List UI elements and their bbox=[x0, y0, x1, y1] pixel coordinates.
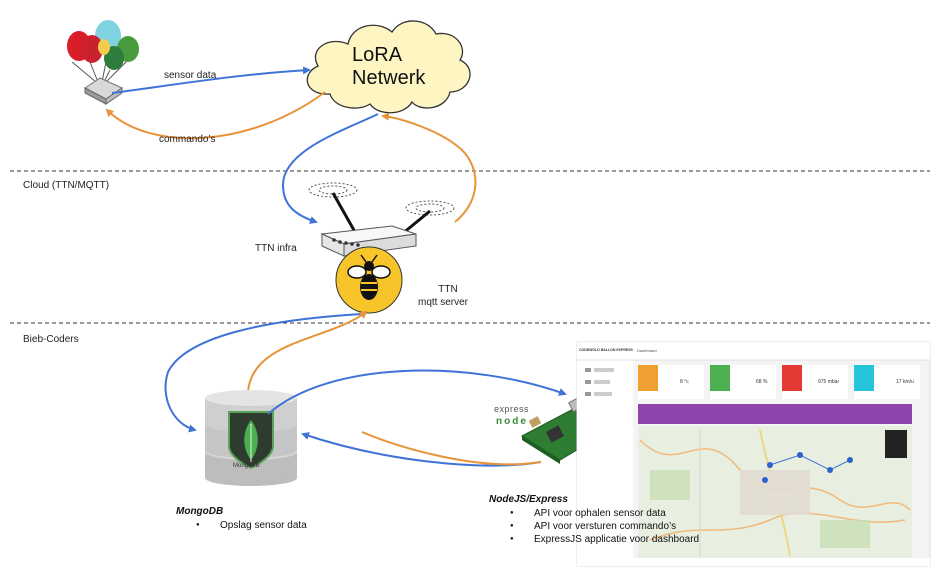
nodejs-bullet: API voor ophalen sensor data bbox=[510, 507, 699, 520]
dashboard-page-title: Dashboard bbox=[637, 348, 657, 353]
cloud-to-router-arrow bbox=[281, 113, 379, 224]
nodejs-bullet: ExpressJS applicatie voor dashboard bbox=[510, 533, 699, 546]
dashboard-app-name: CODEWOLD BALLON EXPRESS bbox=[579, 348, 633, 352]
mongodb-to-ttn-arrow bbox=[247, 310, 368, 393]
nodejs-bullets: API voor ophalen sensor data API voor ve… bbox=[494, 507, 699, 546]
lora-cloud-shape bbox=[306, 20, 471, 114]
stat-wind: 17 km/u bbox=[896, 379, 914, 385]
mongodb-logo-text: MongoDB bbox=[233, 463, 260, 469]
mongodb-bullets: Opslag sensor data bbox=[180, 519, 307, 532]
mongodb-database-icon bbox=[205, 390, 297, 486]
router-to-cloud-arrow bbox=[381, 112, 477, 223]
ttn-infra-label: TTN infra bbox=[255, 243, 297, 254]
mongodb-heading: MongoDB bbox=[176, 506, 224, 517]
nodejs-bullet: API voor versturen commando’s bbox=[510, 520, 699, 533]
commandos-arrow bbox=[105, 91, 326, 140]
commandos-label: commando’s bbox=[159, 134, 216, 145]
node-logo: node bbox=[496, 416, 528, 427]
ttn-mqtt-line2: mqtt server bbox=[418, 297, 469, 308]
zone-bieb-label: Bieb-Coders bbox=[23, 334, 79, 345]
lora-cloud-line1: LoRA bbox=[352, 44, 403, 66]
nodejs-heading: NodeJS/Express bbox=[489, 494, 568, 505]
stat-pressure: 975 mbar bbox=[818, 379, 840, 385]
ttn-to-mongodb-arrow bbox=[164, 313, 363, 433]
express-logo: express bbox=[494, 404, 530, 414]
sensor-data-label: sensor data bbox=[164, 70, 217, 81]
ttn-bee-logo bbox=[335, 246, 403, 314]
lora-cloud-label: LoRA Netwerk bbox=[352, 44, 425, 90]
node-to-mongodb-arrow bbox=[301, 432, 542, 467]
mongodb-to-node-arrow bbox=[267, 369, 567, 415]
sensor-data-arrow bbox=[111, 66, 311, 94]
mongodb-bullet: Opslag sensor data bbox=[196, 519, 307, 532]
stat-humidity: 68 % bbox=[756, 379, 768, 385]
lora-cloud-line2: Netwerk bbox=[352, 67, 426, 89]
ttn-mqtt-label: TTN mqtt server bbox=[418, 283, 468, 309]
ttn-router-icon bbox=[308, 182, 455, 257]
ttn-mqtt-line1: TTN bbox=[438, 284, 458, 295]
zone-cloud-label: Cloud (TTN/MQTT) bbox=[23, 180, 110, 191]
node-to-mongodb-orange-arrow bbox=[361, 431, 542, 466]
stat-temperature: 8 °c bbox=[680, 379, 689, 385]
